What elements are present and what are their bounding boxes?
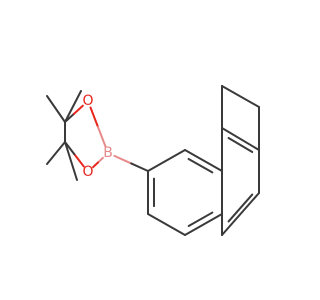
bond-c2-me3 (46, 141, 66, 165)
bond-ar5-ar6 (184, 149, 223, 172)
structure-canvas: O B O (46, 85, 260, 236)
bond-b4-o5-b (92, 161, 99, 169)
bond-o3-b4-b (97, 126, 107, 148)
bond-layer (46, 85, 260, 236)
bond-b4-ar1-a (113, 154, 133, 165)
atom-label-o3: O (82, 93, 93, 109)
bond-c1-o3-b (72, 104, 84, 115)
bond-b4-ar1-b (130, 162, 149, 172)
bond-ar3-ar4 (184, 213, 223, 236)
bond-c2-me4 (64, 141, 78, 181)
atom-label-layer: O B O (82, 93, 112, 180)
bond-ar14-ar13 (221, 85, 260, 108)
double-bond-ar7-ar8 (227, 136, 254, 154)
double-bond-ar3-ar4 (187, 211, 214, 228)
bond-ar6-ar1 (147, 149, 186, 172)
bond-b4-o5-a (97, 156, 104, 164)
bond-c1-me1 (46, 95, 66, 123)
bond-c1-me2 (64, 90, 82, 123)
molecule-diagram: O B O (46, 85, 260, 236)
atom-label-o5: O (82, 164, 93, 180)
bond-o5-c2-a (73, 153, 85, 168)
atom-label-b4: B (103, 145, 113, 161)
bond-ar9-ar10 (221, 192, 260, 236)
double-bond-ar5-ar6 (187, 157, 214, 174)
double-bond-ar9-ar10 (227, 193, 254, 223)
bond-ar7-ar8 (221, 127, 260, 151)
bond-o3-b4-a (89, 106, 99, 128)
bond-ar2-ar3 (147, 213, 186, 236)
